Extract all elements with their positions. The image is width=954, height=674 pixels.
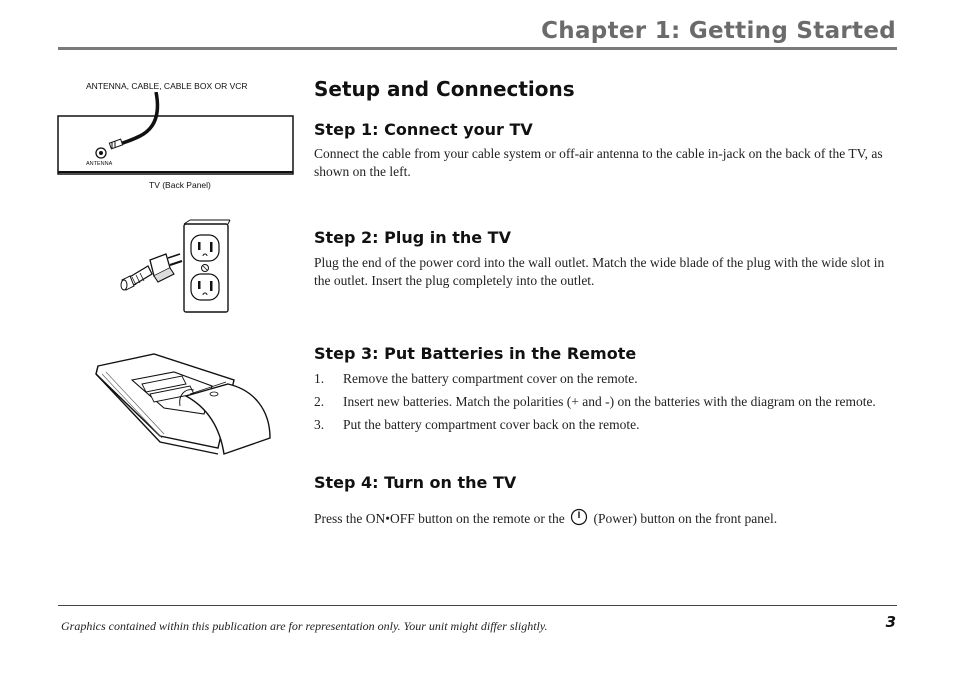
list-item-number: 2. <box>314 394 325 409</box>
antenna-cable <box>119 92 160 146</box>
batteries <box>141 375 195 407</box>
footer-note: Graphics contained within this publicati… <box>61 619 548 633</box>
list-item: 1. Remove the battery compartment cover o… <box>314 370 894 388</box>
page-number: 3 <box>885 613 896 631</box>
battery-cover <box>184 383 271 455</box>
step2-text: Plug the end of the power cord into the … <box>314 255 885 288</box>
footer-rule <box>58 605 897 606</box>
list-item-text: Put the battery compartment cover back o… <box>343 417 640 432</box>
list-item-text: Remove the battery compartment cover on … <box>343 371 638 386</box>
power-icon <box>570 508 588 526</box>
step2-heading: Step 2: Plug in the TV <box>314 228 511 247</box>
power-plug <box>120 253 183 291</box>
header-rule <box>58 47 897 50</box>
section-title: Setup and Connections <box>314 77 575 101</box>
antenna-label: ANTENNA <box>86 161 113 167</box>
step3-list: 1. Remove the battery compartment cover o… <box>314 370 894 439</box>
list-item: 2. Insert new batteries. Match the polari… <box>314 393 894 411</box>
list-item-number: 3. <box>314 417 325 432</box>
remote-battery-illustration <box>95 353 271 455</box>
step3-heading: Step 3: Put Batteries in the Remote <box>314 344 637 363</box>
tv-back-panel <box>57 115 294 175</box>
outlet-top <box>190 234 220 262</box>
outlet-bottom <box>190 273 220 301</box>
step1-text: Connect the cable from your cable system… <box>314 146 883 179</box>
step4-text-before: Press the ON•OFF button on the remote or… <box>314 511 565 526</box>
figure1-caption-bottom: TV (Back Panel) <box>149 180 211 190</box>
step4-text: Press the ON•OFF button on the remote or… <box>314 508 904 528</box>
figure1-caption-top: ANTENNA, CABLE, CABLE BOX OR VCR <box>86 81 248 91</box>
list-item-text: Insert new batteries. Match the polariti… <box>343 394 876 409</box>
step4-heading: Step 4: Turn on the TV <box>314 473 517 492</box>
list-item: 3. Put the battery compartment cover back… <box>314 416 894 434</box>
cable-connector <box>108 138 124 150</box>
chapter-title: Chapter 1: Getting Started <box>541 18 896 44</box>
tv-back-panel-illustration <box>57 92 294 175</box>
step1-heading: Step 1: Connect your TV <box>314 120 533 139</box>
list-item-number: 1. <box>314 371 325 386</box>
plug-outlet-illustration <box>120 219 231 313</box>
step4-text-after: (Power) button on the front panel. <box>593 511 778 526</box>
